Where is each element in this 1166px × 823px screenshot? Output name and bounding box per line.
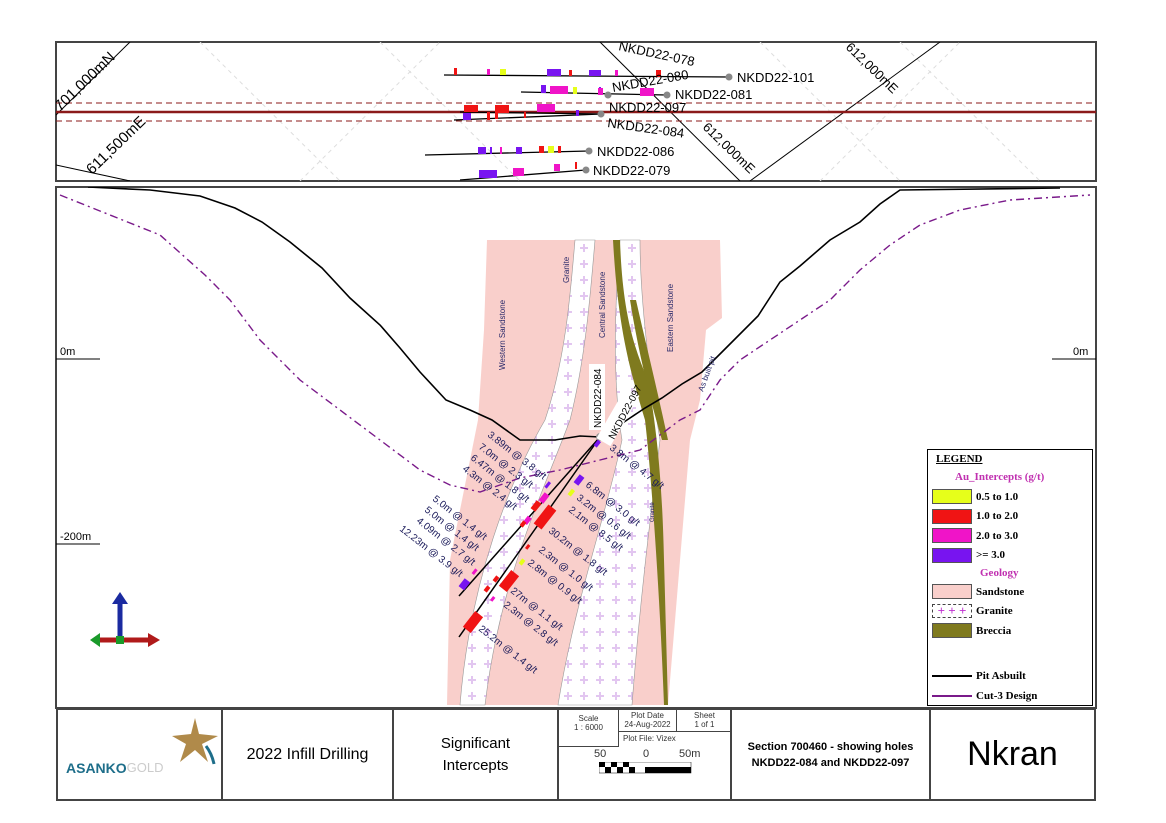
cross-section: 0m 0m -200m Western Sandstone Granite Ce… — [55, 186, 1097, 709]
hole-trace-097 — [458, 436, 601, 638]
legend-line-swatch — [932, 675, 972, 678]
title-block-scale: Scale 1 : 6000 Plot Date 24-Aug-2022 She… — [557, 708, 732, 801]
section-title-line-2: NKDD22-084 and NKDD22-097 — [751, 756, 910, 769]
scale-label: Scale — [578, 714, 599, 723]
legend-geology-heading: Geology — [980, 567, 1019, 579]
legend-item: >= 3.0 — [932, 546, 1088, 566]
hole-label-097: NKDD22-097 — [609, 100, 686, 115]
unit-label-eastern-sandstone: Eastern Sandstone — [666, 283, 675, 352]
plan-intercepts — [454, 68, 661, 178]
plan-collars — [582, 73, 733, 174]
title-block-logo: ASANKO GOLD — [56, 708, 223, 801]
plot-date-label: Plot Date — [631, 711, 664, 720]
scale-value: 1 : 6000 — [574, 723, 603, 732]
hole-label-101: NKDD22-101 — [737, 70, 814, 85]
breccia-band — [613, 240, 668, 705]
scalebar-label-right: 50m — [679, 748, 701, 760]
legend-color-swatch — [932, 547, 972, 563]
hole-label-086: NKDD22-086 — [597, 144, 674, 159]
plan-view: 701,000mN 611,500mE 612,000mE 612,000mE … — [55, 41, 1097, 182]
subject-line-2: Intercepts — [442, 756, 509, 774]
legend: LEGEND Au_Intercepts (g/t) 0.5 to 1.0 1.0… — [927, 449, 1093, 706]
legend-item-label: 1.0 to 2.0 — [976, 510, 1019, 523]
scalebar-label-zero: 0 — [643, 748, 650, 760]
legend-color-swatch: + + + — [932, 604, 972, 619]
hole-label-nkdd22-084: NKDD22-084 — [593, 368, 604, 428]
legend-item: 1.0 to 2.0 — [932, 507, 1088, 527]
legend-item-label: 0.5 to 1.0 — [976, 490, 1019, 503]
hole-label-079: NKDD22-079 — [593, 163, 670, 178]
axis-triad-icon — [90, 592, 160, 647]
plot-date-value: 24-Aug-2022 — [624, 720, 671, 729]
legend-item: Sandstone — [932, 582, 1088, 602]
legend-color-swatch — [932, 623, 972, 639]
section-title-line-1: Section 700460 - showing holes — [747, 740, 914, 753]
legend-color-swatch — [932, 528, 972, 544]
title-block-subject: Significant Intercepts — [392, 708, 559, 801]
legend-item-label: Cut-3 Design — [976, 689, 1038, 702]
title-block-section: Section 700460 - showing holes NKDD22-08… — [730, 708, 931, 801]
deposit-name: Nkran — [967, 735, 1058, 773]
scale-bar — [599, 762, 692, 774]
subject-line-1: Significant — [440, 734, 511, 752]
sandstone-body — [447, 240, 722, 705]
legend-item-label: >= 3.0 — [976, 549, 1006, 562]
legend-au-heading: Au_Intercepts (g/t) — [955, 471, 1045, 483]
legend-item-label: Sandstone — [976, 585, 1025, 598]
legend-item: 2.0 to 3.0 — [932, 526, 1088, 546]
legend-item: 0.5 to 1.0 — [932, 487, 1088, 507]
legend-item-label: 2.0 to 3.0 — [976, 529, 1019, 542]
scalebar-label-left: 50 — [594, 748, 607, 760]
legend-line-swatch — [932, 694, 972, 697]
legend-item: Breccia — [932, 621, 1088, 641]
title-block-deposit: Nkran — [929, 708, 1096, 801]
hole-label-081: NKDD22-081 — [675, 87, 752, 102]
hole-trace-084 — [458, 436, 601, 597]
unit-label-granite-east: Granite — [650, 502, 656, 522]
title-block-project: 2022 Infill Drilling — [221, 708, 394, 801]
asanko-logo-text: ASANKO — [66, 759, 127, 776]
project-title: 2022 Infill Drilling — [246, 745, 369, 763]
unit-label-granite: Granite — [562, 256, 571, 283]
sheet-value: 1 of 1 — [694, 720, 715, 729]
star-logo-icon — [172, 718, 218, 765]
section-intercepts — [458, 439, 602, 633]
legend-item-label: Granite — [976, 605, 1013, 618]
cut3-design-line — [59, 194, 1091, 493]
legend-item-label: Pit Asbuilt — [976, 670, 1026, 683]
legend-title: LEGEND — [936, 453, 983, 465]
unit-label-western-sandstone: Western Sandstone — [498, 299, 507, 370]
sheet-label: Sheet — [694, 711, 715, 720]
legend-item: Cut-3 Design — [932, 686, 1088, 706]
unit-label-central-sandstone: Central Sandstone — [598, 271, 607, 338]
plot-file: Plot File: Vizex — [623, 734, 676, 743]
legend-item: Pit Asbuilt — [932, 667, 1088, 687]
legend-color-swatch — [932, 489, 972, 505]
elevation-label-0-left: 0m — [60, 346, 75, 358]
pit-asbuilt-line — [87, 187, 1061, 441]
elevation-label-0-right: 0m — [1073, 346, 1088, 358]
legend-item-label: Breccia — [976, 624, 1012, 637]
legend-item: + + + Granite — [932, 602, 1088, 622]
asanko-logo-text-light: GOLD — [126, 760, 164, 775]
elevation-label-minus200: -200m — [60, 531, 91, 543]
legend-color-swatch — [932, 584, 972, 600]
legend-color-swatch — [932, 508, 972, 524]
